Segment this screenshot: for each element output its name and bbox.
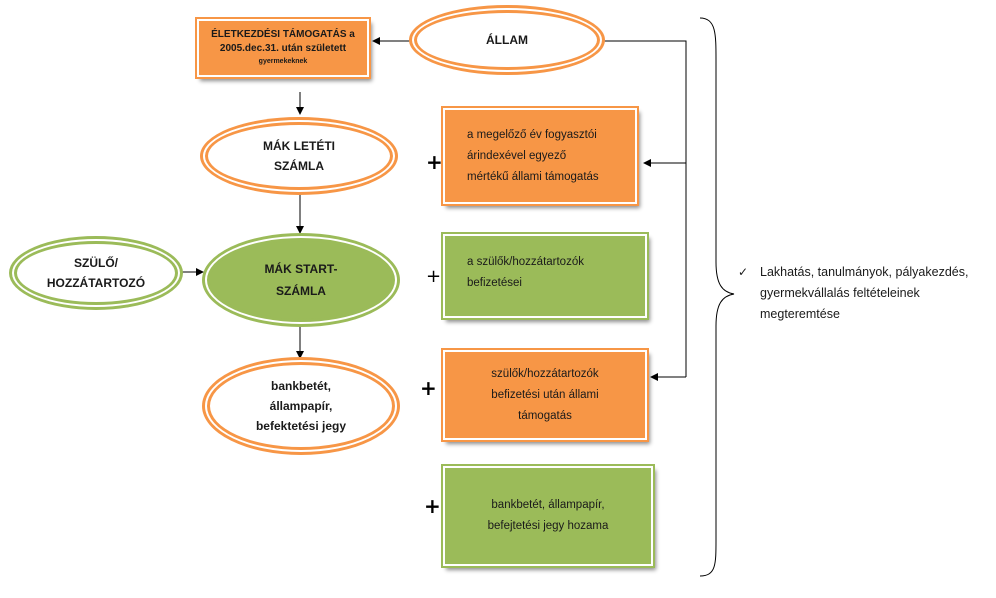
hozama-label: bankbetét, állampapír, befejtetési jegy … [487,499,609,532]
checkmark-icon: ✓ [738,265,749,279]
goal-note-text: Lakhatás, tanulmányok, pályakezdés, gyer… [760,265,969,321]
fogyasztoi-arindex-box: a megelőző év fogyasztói árindexével egy… [443,108,637,204]
bankbetet-ellipse: bankbetét, állampapír, befektetési jegy [207,362,395,450]
mak-leteti-szamla-ellipse: MÁK LETÉTI SZÁMLA [205,122,393,190]
bankbetet-label: bankbetét, állampapír, befektetési jegy [255,379,347,433]
plus-sign-3: + [420,376,437,400]
mak-start-szamla-ellipse: MÁK START- SZÁMLA [207,238,395,322]
szulo-hozzatartozo-ellipse: SZÜLŐ/ HOZZÁTARTOZÓ [14,241,178,305]
eletkezdesi-tamogatas-box: ÉLETKEZDÉSI TÁMOGATÁS a 2005.dec.31. utá… [197,19,369,77]
bankbetet-hozama-box: bankbetét, állampapír, befejtetési jegy … [443,466,653,566]
plus-sign-1: + [426,150,443,174]
mak-leteti-label: MÁK LETÉTI SZÁMLA [263,139,335,173]
plus-sign-4: + [424,494,441,518]
right-brace [699,17,735,577]
allam-ellipse: ÁLLAM [414,10,600,70]
szulo-label: SZÜLŐ/ HOZZÁTARTOZÓ [46,256,146,290]
fogyasztoi-label: a megelőző év fogyasztói árindexével egy… [467,128,599,183]
szulok-befizetesei-box: a szülők/hozzátartozók befizetései [443,234,647,318]
allam-label: ÁLLAM [486,33,528,47]
eletkezdesi-line1: ÉLETKEZDÉSI TÁMOGATÁS a [211,29,355,40]
eletkezdesi-line3: gyermekeknek [258,58,308,65]
allami-tamogatas-box: szülők/hozzátartozók befizetési után áll… [443,350,647,440]
mak-start-label: MÁK START- SZÁMLA [264,262,338,298]
befizetesei-label: a szülők/hozzátartozók befizetései [467,256,584,289]
eletkezdesi-line2: 2005.dec.31. után született [219,43,347,54]
allami-tamogatas-label: szülők/hozzátartozók befizetési után áll… [491,367,599,422]
plus-sign-2: + [426,266,442,287]
connector-allam-right [600,40,687,377]
